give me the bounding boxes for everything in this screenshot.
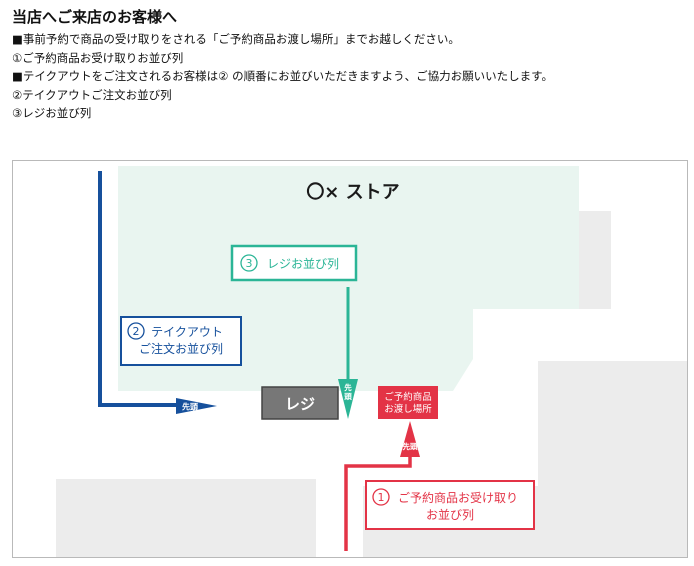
- neighbor-block-top-right: [579, 211, 611, 309]
- takeout-queue-number: 2: [133, 325, 140, 338]
- instructions: 当店へご来店のお客様へ ■事前予約で商品の受け取りをされる「ご予約商品お渡し場所…: [12, 6, 687, 123]
- neighbor-block-bottom-left: [56, 479, 316, 557]
- register-queue-label-box: [230, 244, 358, 282]
- page-title: 当店へご来店のお客様へ: [12, 8, 178, 26]
- pickup-queue-label-box: [365, 480, 535, 530]
- pickup-location-box: [378, 386, 438, 419]
- pickup-location-line-1: ご予約商品: [384, 391, 432, 403]
- register-head-marker-char-2: 頭: [344, 392, 352, 401]
- store-name: 〇× ストア: [306, 182, 399, 203]
- pickup-location-line-2: お渡し場所: [384, 403, 432, 415]
- register-queue-head-arrow: [338, 379, 358, 419]
- register-queue-label: レジお並び列: [267, 257, 339, 271]
- register-head-marker-char-1: 先: [344, 382, 352, 392]
- pickup-queue-label-line-1: ご予約商品お受け取り: [398, 490, 518, 505]
- instruction-line-queue-3: ③レジお並び列: [12, 106, 92, 121]
- store-map: 〇× ストア 先頭 2 テイクアウト ご注文お並び列 レジ 3 レジお並び列 先…: [12, 160, 688, 558]
- takeout-queue-line: [98, 171, 188, 407]
- neighbor-block-right: [538, 361, 687, 557]
- pickup-head-marker: 先頭: [403, 441, 418, 451]
- register-queue-number-circle: [240, 254, 258, 272]
- instruction-line-queue-2: ②テイクアウトご注文お並び列: [12, 87, 172, 102]
- store-map-drawing: 〇× ストア 先頭 2 テイクアウト ご注文お並び列 レジ 3 レジお並び列 先…: [56, 166, 687, 557]
- pickup-queue-number: 1: [378, 491, 385, 504]
- takeout-head-marker: 先頭: [182, 402, 199, 412]
- takeout-queue-label-line-1: テイクアウト: [151, 325, 223, 339]
- instruction-line-pickup: ■事前予約で商品の受け取りをされる「ご予約商品お渡し場所」までお越しください。: [12, 32, 460, 46]
- instruction-line-takeout: ■テイクアウトをご注文されるお客様は② の順番にお並びいただきますよう、ご協力お…: [12, 69, 553, 84]
- pickup-queue-number-circle: [372, 488, 390, 506]
- register-queue-number: 3: [246, 257, 253, 270]
- instruction-line-queue-1: ①ご予約商品お受け取りお並び列: [12, 50, 184, 65]
- pickup-queue-label-line-2: お並び列: [426, 508, 474, 522]
- takeout-queue-head-arrow: [176, 398, 217, 414]
- takeout-queue-label-line-2: ご注文お並び列: [139, 341, 223, 356]
- register-label: レジ: [285, 395, 315, 413]
- pickup-queue-head-arrow: [400, 421, 420, 457]
- register-box: [261, 386, 339, 420]
- takeout-queue-number-circle: [127, 322, 145, 340]
